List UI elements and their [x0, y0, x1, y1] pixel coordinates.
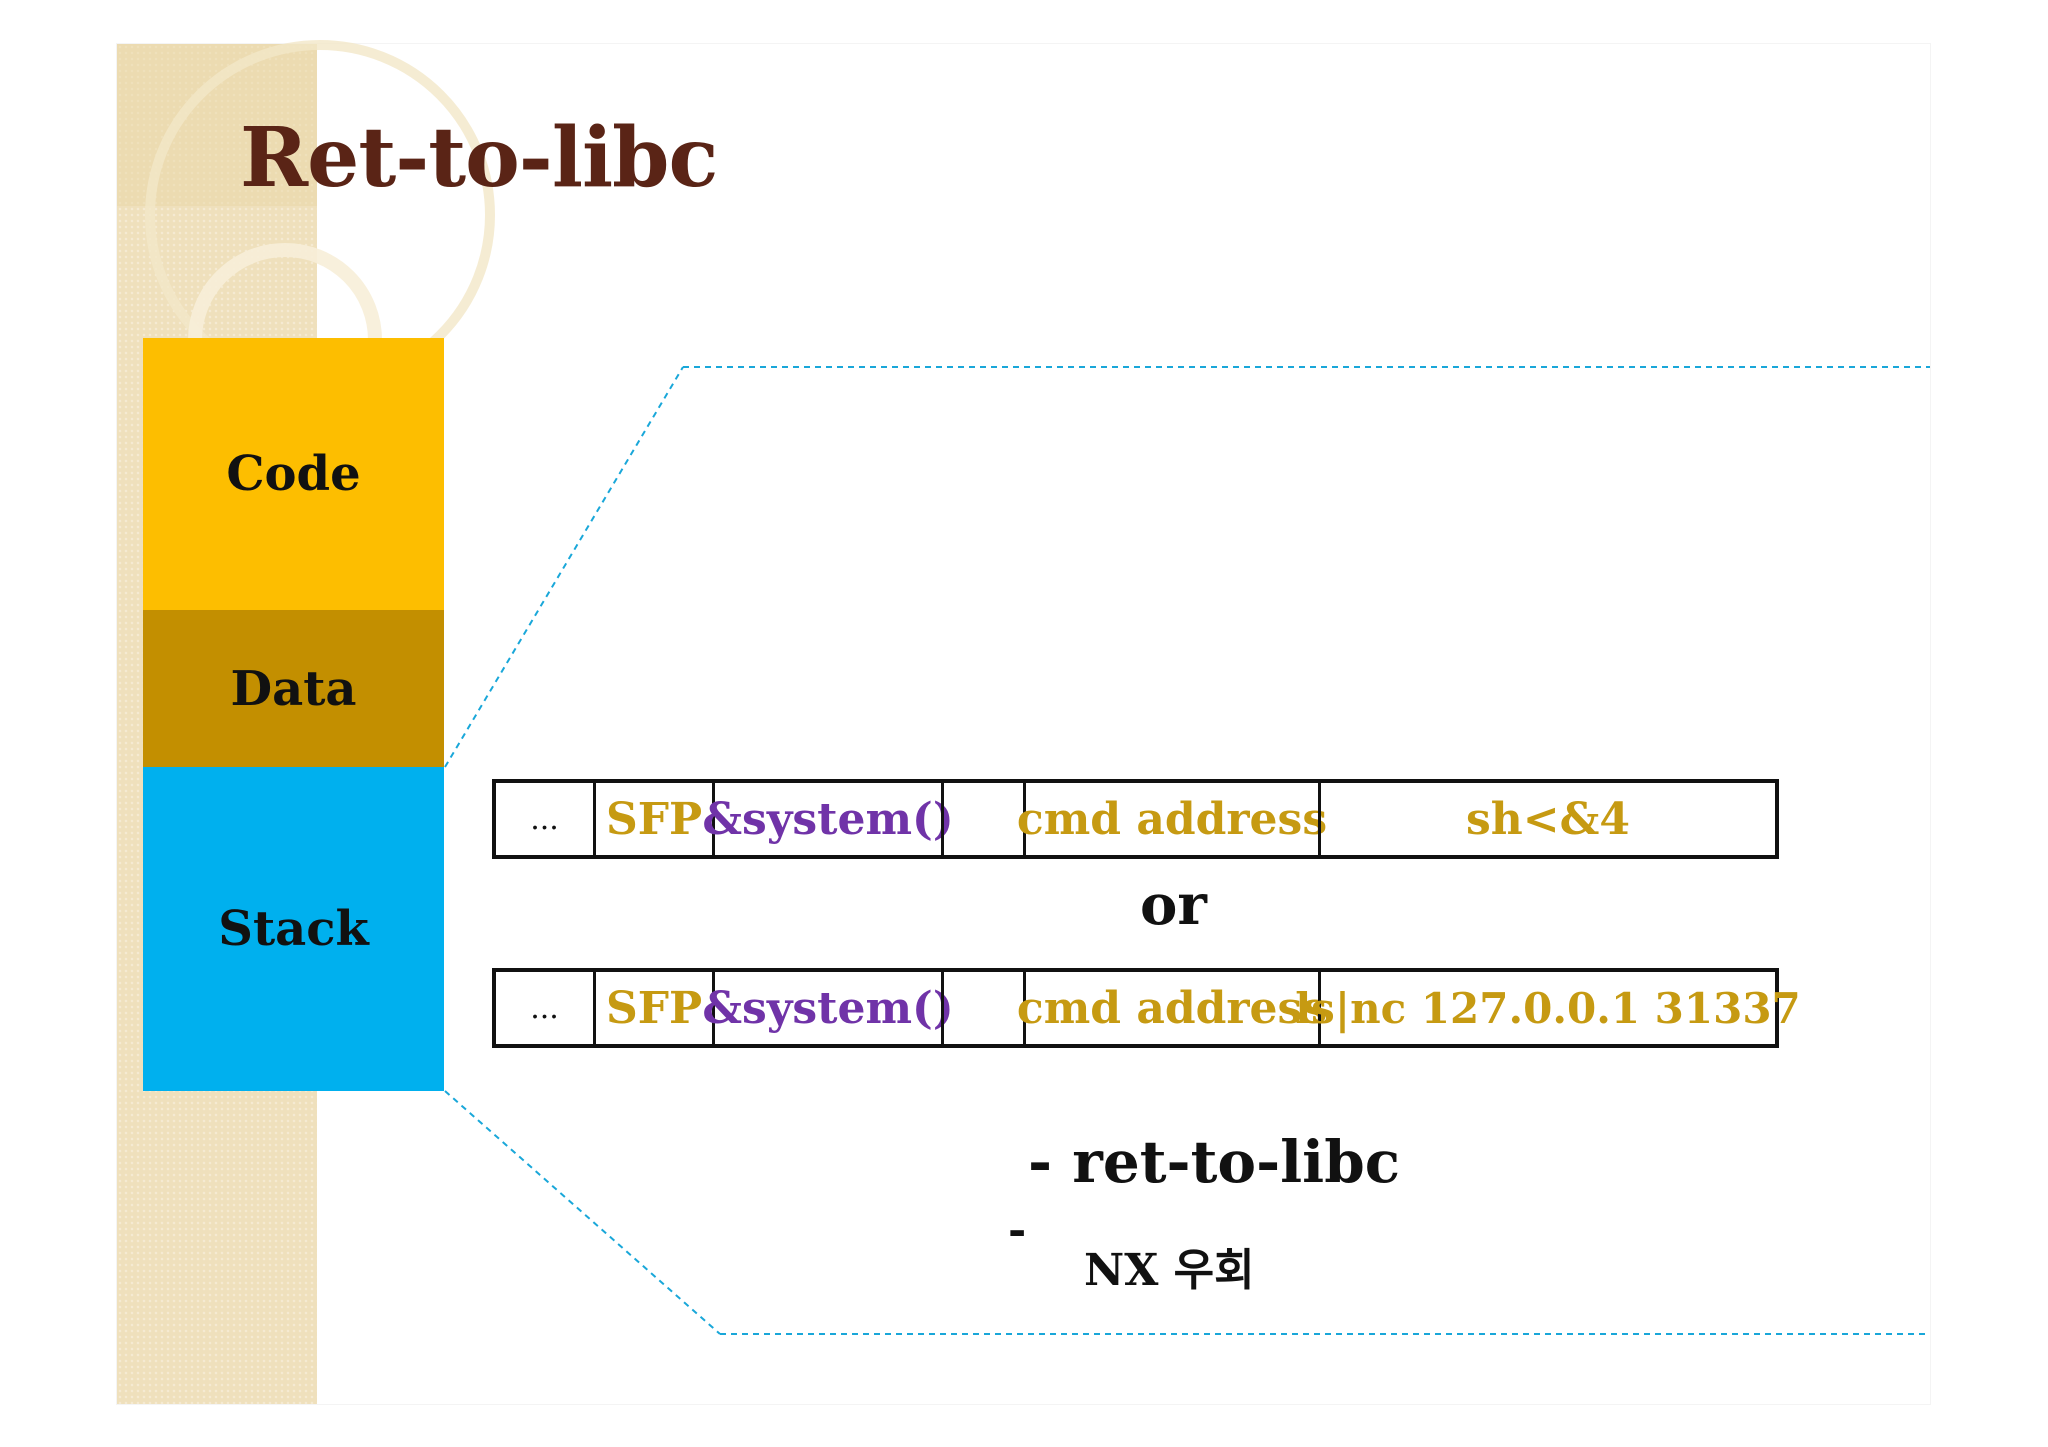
code-segment-label: Code: [226, 446, 361, 502]
cell-divider: [593, 783, 596, 855]
stack-segment-label: Stack: [218, 901, 369, 957]
cell-divider: [1318, 783, 1321, 855]
stack-cell-system-address: &system(): [702, 793, 954, 845]
bullet-nx-bypass: NX 우회: [1084, 1245, 1255, 1296]
cell-divider: [1023, 972, 1026, 1044]
cell-divider: [1318, 972, 1321, 1044]
bullet-ret-to-libc: - ret-to-libc: [1028, 1128, 1401, 1196]
data-segment-label: Data: [230, 660, 357, 717]
cell-divider: [593, 972, 596, 1044]
cell-divider: [941, 783, 944, 855]
or-separator: or: [1140, 872, 1207, 938]
stack-row-system-nc: ... SFP &system() cmd address ls|nc 127.…: [492, 968, 1801, 1048]
stack-cell-return-address: [944, 972, 1023, 1044]
stack-cell-return-address: [944, 783, 1023, 855]
stack-cell-system-address: &system(): [702, 982, 954, 1034]
stack-cell-sfp: SFP: [605, 793, 703, 845]
stack-segment: Stack: [143, 767, 444, 1091]
stack-cell-dots: ...: [530, 990, 559, 1026]
bullet-dash: -: [1008, 1205, 1027, 1256]
cell-divider: [1023, 783, 1026, 855]
data-segment: Data: [143, 610, 444, 767]
cell-divider: [941, 972, 944, 1044]
cell-divider: [712, 783, 715, 855]
stack-cell-cmd-address: cmd address: [1016, 793, 1328, 845]
stack-cell-cmd-address: cmd address: [1016, 982, 1328, 1034]
stack-row-system-sh: ... SFP &system() cmd address sh<&4: [492, 779, 1779, 859]
cell-divider: [712, 972, 715, 1044]
stack-cell-dots: ...: [530, 801, 559, 837]
stack-cell-command-string: ls|nc 127.0.0.1 31337: [1295, 983, 1801, 1033]
callout-line-bottom-diagonal: [444, 1090, 721, 1335]
callout-line-top-diagonal: [444, 366, 684, 768]
code-segment: Code: [143, 338, 444, 610]
stack-cell-command-string: sh<&4: [1466, 793, 1630, 845]
stack-cell-sfp: SFP: [605, 982, 703, 1034]
slide-title: Ret-to-libc: [240, 110, 718, 206]
